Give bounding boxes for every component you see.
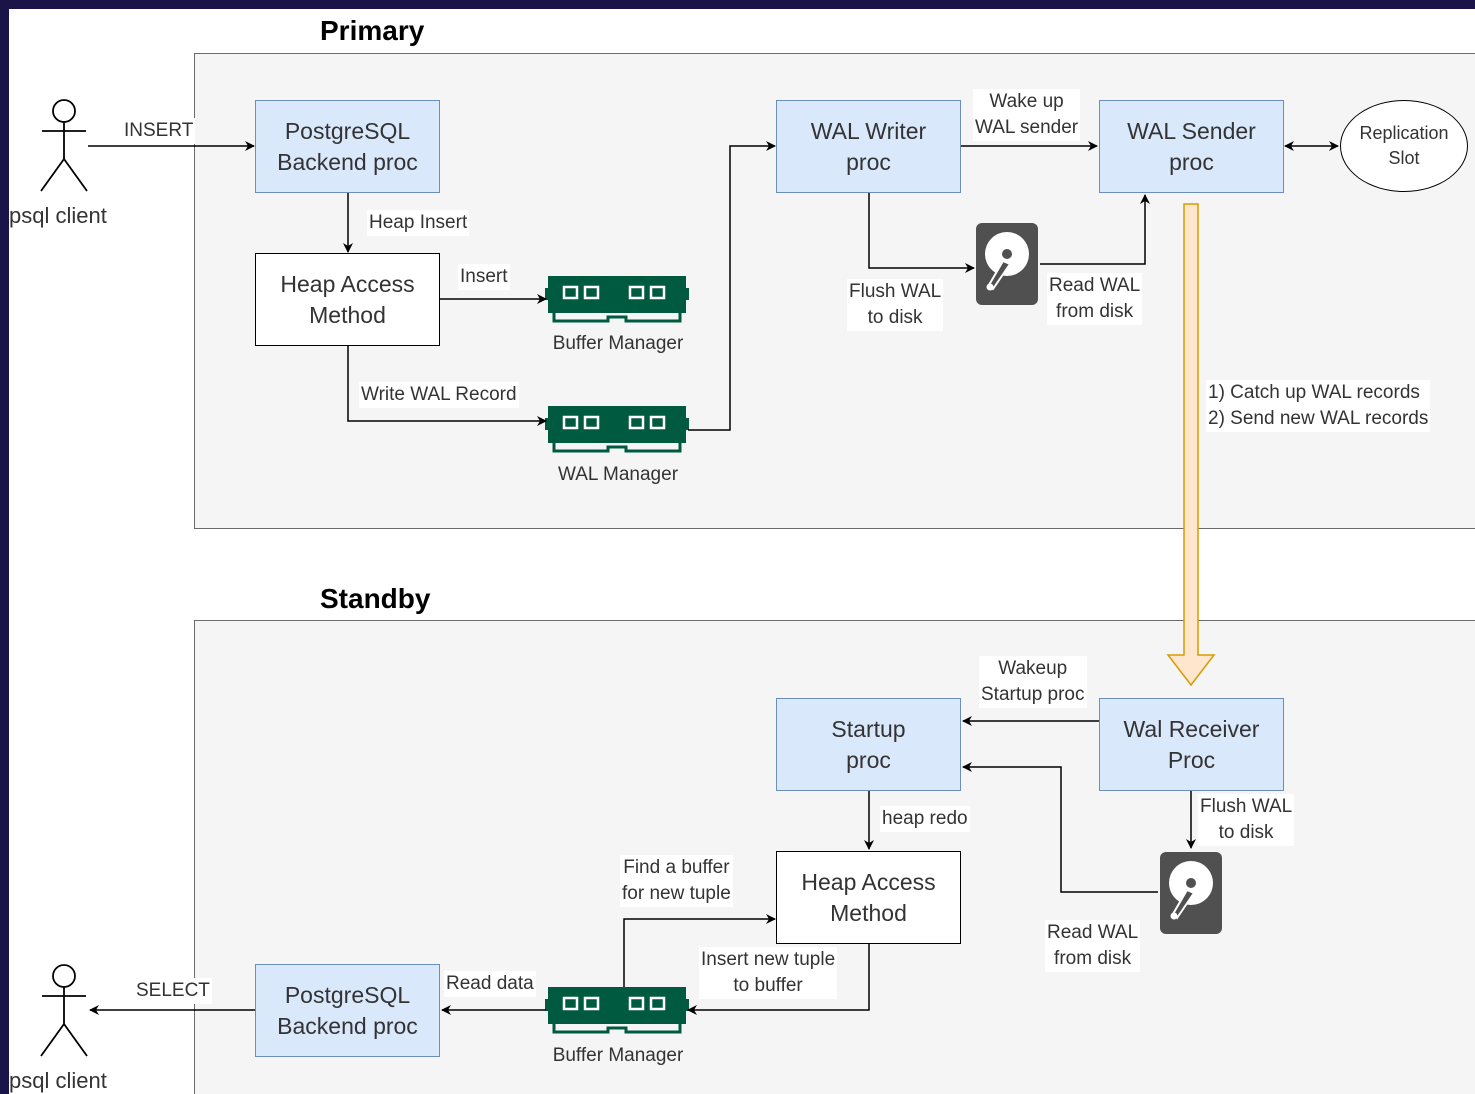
standby-actor-icon: [40, 964, 88, 1057]
read-wal-standby-label: Read WAL from disk: [1045, 920, 1141, 972]
write-wal-edge-label: Write WAL Record: [359, 382, 519, 408]
primary-client-label: psql client: [9, 203, 107, 228]
primary-buffer-manager-label: Buffer Manager: [552, 333, 684, 354]
primary-title: Primary: [320, 15, 425, 46]
standby-backend-proc: PostgreSQL Backend proc: [255, 964, 440, 1057]
flush-wal-standby-label: Flush WAL to disk: [1198, 794, 1295, 846]
startup-proc: Startup proc: [776, 698, 961, 791]
insert-buffer-edge-label: Insert: [458, 264, 510, 290]
edge-write-wal: [347, 346, 547, 426]
wakeup-startup-edge-label: Wakeup Startup proc: [979, 656, 1087, 708]
edge-find-buffer: [623, 914, 776, 987]
edge-insert-tuple: [687, 944, 870, 1015]
heap-insert-edge-label: Heap Insert: [367, 210, 470, 236]
primary-wal-manager-icon: [543, 404, 691, 453]
standby-buffer-manager-label: Buffer Manager: [552, 1045, 684, 1066]
standby-heap-access-method: Heap Access Method: [776, 851, 961, 944]
read-wal-primary-label: Read WAL from disk: [1047, 273, 1143, 325]
wal-manager-label: WAL Manager: [557, 464, 679, 485]
find-buffer-edge-label: Find a buffer for new tuple: [620, 855, 733, 907]
edge-read-standby: [962, 762, 1158, 893]
primary-actor-icon: [40, 99, 88, 192]
primary-buffer-manager-icon: [543, 274, 691, 323]
primary-heap-access-method: Heap Access Method: [255, 253, 440, 346]
standby-title: Standby: [320, 583, 431, 614]
replication-slot: Replication Slot: [1340, 100, 1468, 192]
primary-backend-proc: PostgreSQL Backend proc: [255, 100, 440, 193]
primary-disk-icon: [975, 222, 1039, 306]
edge-wal-to-writer: [688, 141, 776, 431]
standby-disk-icon: [1159, 851, 1223, 935]
insert-edge-label: INSERT: [122, 118, 196, 144]
replication-stream-arrow: [1166, 203, 1216, 687]
standby-buffer-manager-icon: [543, 985, 691, 1034]
select-edge-label: SELECT: [134, 978, 212, 1004]
heap-redo-edge-label: heap redo: [880, 806, 970, 832]
read-data-edge-label: Read data: [444, 971, 536, 997]
connectors: [40, 99, 1339, 1057]
flush-wal-primary-label: Flush WAL to disk: [847, 279, 944, 331]
diagram-canvas: Primary Standby: [9, 9, 1475, 1094]
edge-read-primary: [1040, 194, 1150, 265]
edge-flush-primary: [868, 193, 975, 273]
insert-tuple-edge-label: Insert new tuple to buffer: [699, 947, 838, 999]
wake-sender-edge-label: Wake up WAL sender: [973, 89, 1081, 141]
replication-note: 1) Catch up WAL records 2) Send new WAL …: [1206, 380, 1431, 432]
wal-receiver-proc: Wal Receiver Proc: [1099, 698, 1284, 791]
standby-client-label: psql client: [9, 1068, 107, 1093]
wal-writer-proc: WAL Writer proc: [776, 100, 961, 193]
wal-sender-proc: WAL Sender proc: [1099, 100, 1284, 193]
